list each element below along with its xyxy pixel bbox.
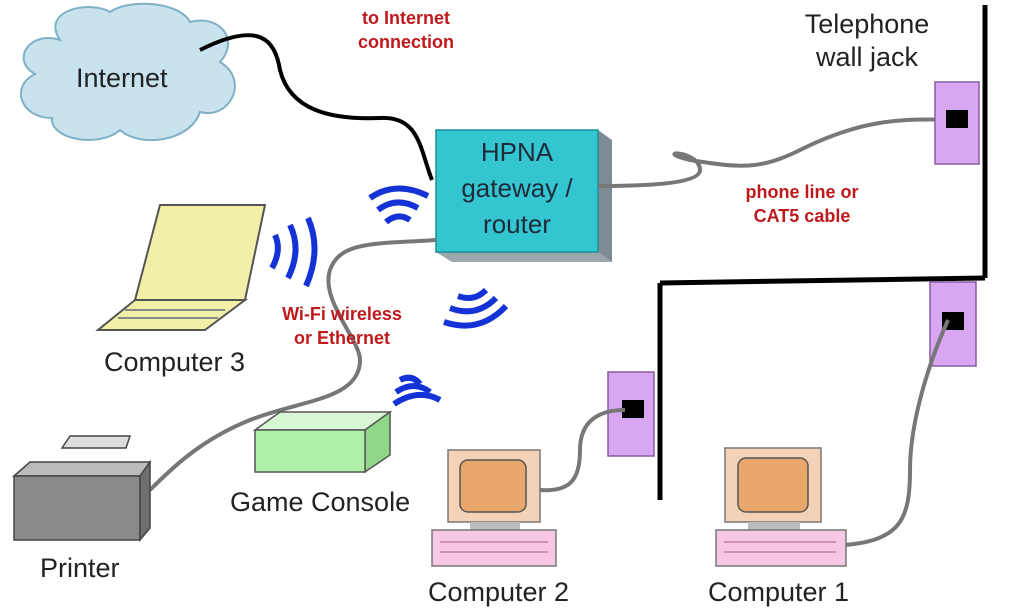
game-console-label: Game Console [230,487,411,517]
internet-cable [199,33,434,181]
computer2-cable [539,408,626,493]
game-console-icon [252,410,393,474]
router-label: HPNA gateway / router [461,137,573,239]
wall-jack-label: Telephone wall jack [804,9,930,72]
computer3-label: Computer 3 [104,347,246,377]
computer1-icon [715,447,847,567]
computer1-cable [844,319,950,547]
wifi-label: Wi-Fi wireless or Ethernet [282,304,402,348]
phone-line-label: phone line or CAT5 cable [745,182,859,226]
wall-jack-left-icon [607,371,655,457]
wifi-waves-icon [269,185,509,407]
printer-label: Printer [40,553,120,583]
computer1-label: Computer 1 [708,577,850,607]
phone-line-cable [597,117,956,188]
wall-lines [657,5,988,500]
computer2-label: Computer 2 [428,577,570,607]
wall-jack-top-icon [934,81,980,165]
laptop-icon [95,204,267,331]
internet-label: Internet [76,63,168,93]
computer2-icon [431,449,557,567]
router-icon [435,129,612,262]
printer-icon [12,435,152,543]
wall-jack-right-icon [929,281,977,367]
ethernet-cable-printer [148,238,437,492]
internet-connection-label: to Internet connection [357,8,454,52]
internet-cloud-icon [19,2,236,142]
